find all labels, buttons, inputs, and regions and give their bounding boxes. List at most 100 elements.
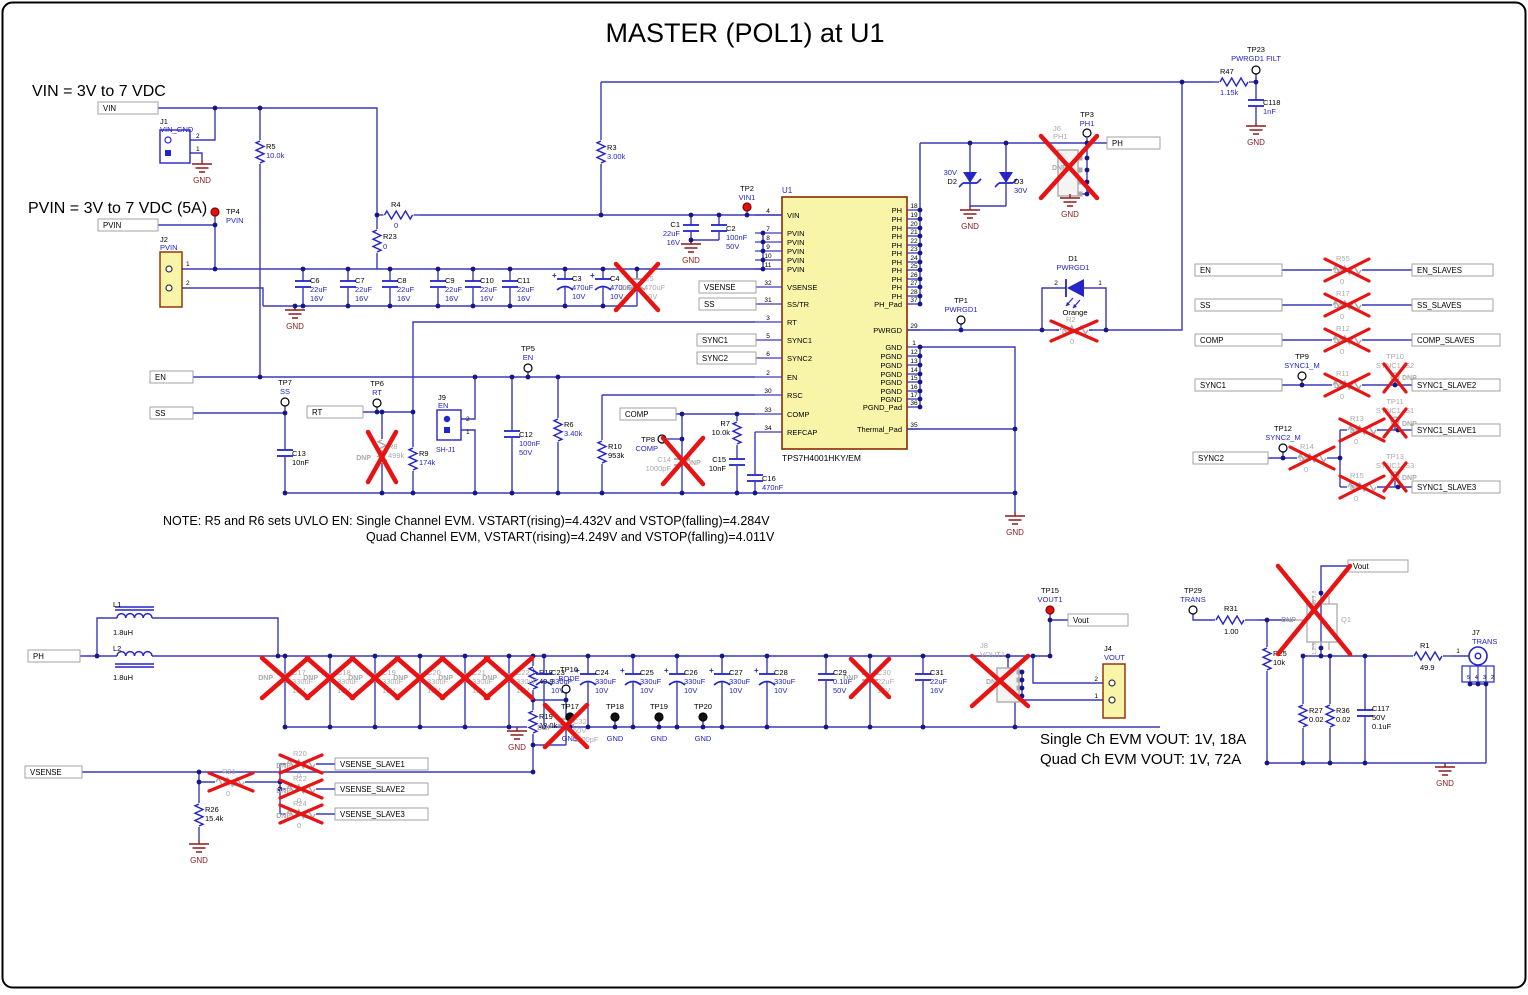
svg-text:15: 15 (910, 375, 918, 382)
dnp-x-mark (1323, 327, 1371, 353)
svg-text:R15: R15 (1350, 471, 1364, 480)
svg-text:4: 4 (766, 208, 770, 215)
net-label-EN: EN (149, 370, 194, 384)
svg-text:TP16: TP16 (560, 665, 578, 674)
svg-text:330uF: 330uF (595, 677, 617, 686)
svg-text:1: 1 (466, 429, 470, 436)
svg-text:DNP: DNP (348, 675, 363, 682)
svg-text:1: 1 (1456, 648, 1460, 655)
svg-text:470uF: 470uF (610, 283, 632, 292)
svg-text:PWRGD1 FILT: PWRGD1 FILT (1231, 54, 1281, 63)
svg-text:Vout: Vout (1073, 616, 1089, 625)
dnp-x-mark (1382, 407, 1408, 439)
svg-text:C31: C31 (930, 668, 944, 677)
svg-text:DNP: DNP (1281, 617, 1296, 624)
svg-text:R27: R27 (1309, 706, 1323, 715)
svg-text:PH: PH (892, 275, 902, 284)
uvlo-note-line2: Quad Channel EVM, VSTART(rising)=4.249V … (366, 530, 775, 544)
svg-text:32: 32 (764, 280, 772, 287)
svg-text:RT: RT (787, 318, 797, 327)
svg-text:EN_SLAVES: EN_SLAVES (1417, 266, 1462, 275)
junction-dots (94, 79, 1489, 792)
svg-text:PVIN: PVIN (103, 221, 121, 230)
svg-text:10nF: 10nF (292, 458, 310, 467)
svg-text:R13: R13 (1350, 414, 1364, 423)
svg-text:12: 12 (910, 349, 918, 356)
svg-text:DNP: DNP (1052, 165, 1067, 172)
svg-text:C23: C23 (551, 668, 565, 677)
svg-text:330uF: 330uF (427, 677, 449, 686)
svg-text:L2: L2 (113, 644, 121, 653)
svg-text:C15: C15 (712, 455, 726, 464)
svg-text:31: 31 (764, 297, 772, 304)
svg-text:PH1: PH1 (1080, 119, 1095, 128)
net-label-SYNC2: SYNC2 (696, 351, 757, 365)
svg-text:DNP: DNP (258, 675, 273, 682)
svg-text:VSENSE_SLAVE3: VSENSE_SLAVE3 (340, 810, 405, 819)
svg-text:TP23: TP23 (1247, 45, 1265, 54)
svg-text:PWRGD1: PWRGD1 (1057, 263, 1090, 272)
svg-text:R31: R31 (1224, 604, 1238, 613)
net-label-COMP_SLAVES: COMP_SLAVES (1411, 333, 1501, 347)
svg-text:COMP: COMP (636, 444, 659, 453)
svg-text:330uF: 330uF (382, 677, 404, 686)
svg-text:C4: C4 (610, 274, 620, 283)
svg-text:3: 3 (766, 315, 770, 322)
svg-text:16V: 16V (667, 238, 680, 247)
svg-text:TP8: TP8 (641, 435, 655, 444)
svg-text:VSENSE_SLAVE1: VSENSE_SLAVE1 (340, 760, 405, 769)
svg-text:499k: 499k (388, 451, 405, 460)
svg-text:PVIN: PVIN (226, 216, 244, 225)
svg-text:L1: L1 (113, 600, 121, 609)
svg-text:D1: D1 (1068, 254, 1078, 263)
svg-text:R21: R21 (222, 767, 236, 776)
uvlo-note-line1: NOTE: R5 and R6 sets UVLO EN: Single Cha… (163, 514, 770, 528)
svg-text:174k: 174k (419, 458, 436, 467)
svg-text:16V: 16V (355, 294, 368, 303)
svg-text:REFCAP: REFCAP (787, 428, 817, 437)
svg-text:TP6: TP6 (370, 379, 384, 388)
svg-text:PH: PH (892, 241, 902, 250)
svg-text:DNP: DNP (482, 675, 497, 682)
svg-text:10.0k: 10.0k (712, 428, 731, 437)
svg-text:1.15k: 1.15k (1220, 88, 1239, 97)
dnp-x-mark (278, 778, 324, 800)
svg-text:SYNC1_S1: SYNC1_S1 (1376, 406, 1414, 415)
svg-text:TP19: TP19 (650, 702, 668, 711)
vout-spec-line1: Single Ch EVM VOUT: 1V, 18A (1040, 731, 1246, 748)
svg-text:0: 0 (1304, 465, 1308, 474)
svg-text:DNP: DNP (537, 725, 552, 732)
svg-text:SYNC1_M: SYNC1_M (1284, 361, 1319, 370)
svg-text:SS: SS (155, 409, 165, 418)
svg-text:28: 28 (910, 289, 918, 296)
svg-text:16V: 16V (310, 294, 323, 303)
svg-text:R18: R18 (539, 668, 553, 677)
svg-text:DNP: DNP (986, 679, 1001, 686)
svg-text:SS/TR: SS/TR (787, 300, 810, 309)
svg-text:0: 0 (383, 242, 387, 251)
svg-text:R23: R23 (383, 232, 397, 241)
svg-text:VOUT: VOUT (1104, 653, 1125, 662)
svg-text:DNP: DNP (303, 675, 318, 682)
svg-text:PGND: PGND (880, 395, 902, 404)
svg-text:J6: J6 (1053, 124, 1061, 133)
svg-text:C22: C22 (516, 668, 530, 677)
svg-text:C17: C17 (292, 668, 306, 677)
svg-text:C14: C14 (657, 455, 671, 464)
svg-text:0: 0 (297, 796, 301, 805)
svg-text:PGND: PGND (880, 378, 902, 387)
svg-text:VSENSE: VSENSE (704, 283, 736, 292)
svg-text:29: 29 (910, 323, 918, 330)
svg-text:VIN: VIN (787, 211, 800, 220)
svg-text:PH: PH (892, 266, 902, 275)
